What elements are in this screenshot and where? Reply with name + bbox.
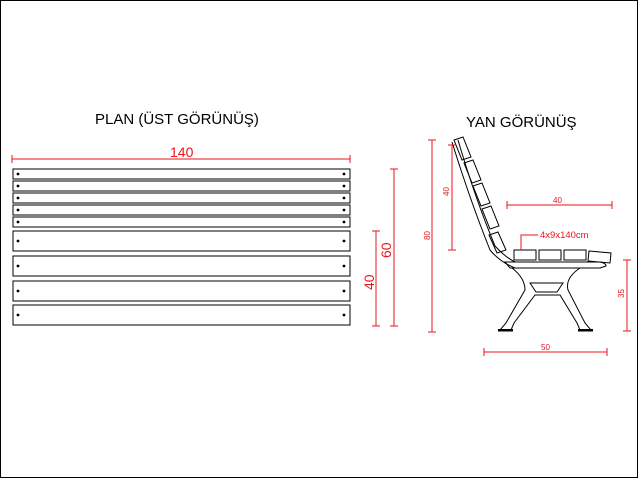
plan-slat: [12, 280, 351, 302]
plan-view-title: PLAN (ÜST GÖRÜNÜŞ): [95, 111, 259, 128]
plan-slat: [12, 180, 351, 192]
plan-slat: [12, 204, 351, 216]
seat-slat: [563, 249, 587, 261]
slat-spec-label: 4x9x140cm: [540, 230, 589, 241]
backrest-slat: [481, 205, 500, 230]
backrest-slat: [488, 231, 507, 254]
plan-slat: [12, 230, 351, 252]
plan-slat: [12, 304, 351, 326]
plan-dimensions: [11, 155, 398, 327]
seat-depth-dimension: 40: [553, 196, 562, 205]
plan-screws: [16, 172, 346, 317]
plan-slat: [12, 168, 351, 180]
leg-frame: [498, 267, 593, 331]
backrest-slat: [472, 182, 491, 207]
backrest-slat: [463, 159, 482, 184]
plan-width-dimension: 140: [170, 144, 194, 160]
side-view-feet: [498, 329, 593, 332]
side-view-title: YAN GÖRÜNÜŞ: [466, 114, 577, 131]
seat-height-dimension: 35: [617, 289, 626, 298]
side-height-dimension: 80: [423, 231, 432, 240]
leg-inner-cutout: [529, 282, 564, 293]
side-view: [451, 136, 612, 331]
plan-slat: [12, 192, 351, 204]
plan-view: [12, 168, 351, 326]
plan-depth-dimension-40: 40: [361, 274, 377, 290]
base-width-dimension: 50: [541, 343, 550, 352]
plan-slat: [12, 255, 351, 277]
back-frame: [457, 139, 516, 263]
plan-slat: [12, 216, 351, 228]
backrest-slat: [453, 136, 472, 161]
plan-depth-dimension-60: 60: [378, 242, 394, 258]
seat-slat: [538, 249, 562, 261]
seat-frame: [503, 261, 607, 269]
seat-slat: [587, 250, 612, 264]
back-frame: [451, 141, 516, 269]
side-dimensions: [428, 139, 631, 356]
seat-slat: [513, 249, 537, 261]
back-height-dimension: 40: [442, 187, 451, 196]
